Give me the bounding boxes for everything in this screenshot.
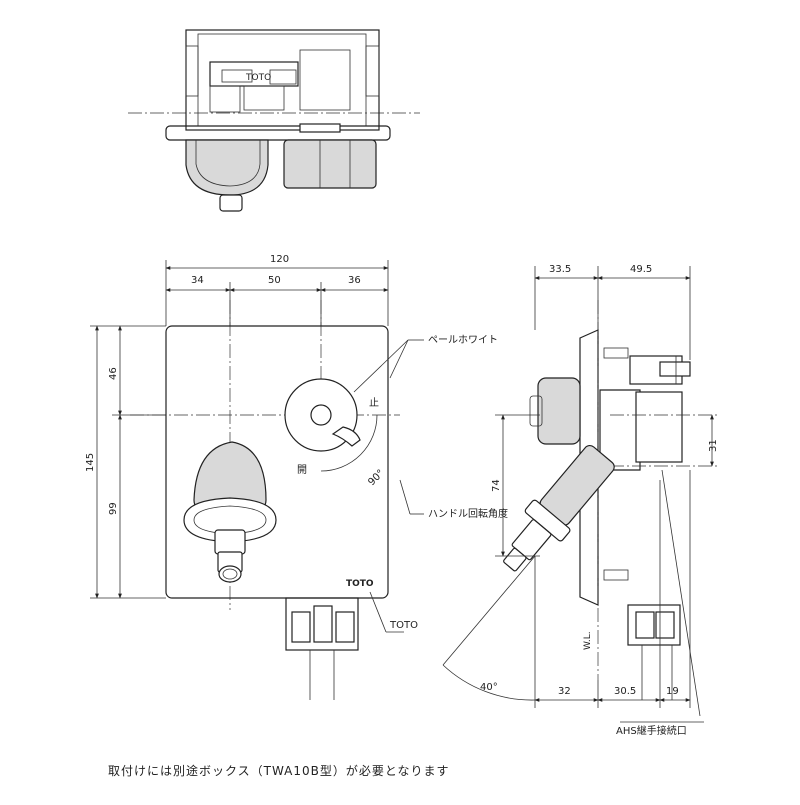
footer-note: 取付けには別途ボックス（TWA10B型）が必要となります xyxy=(108,764,450,778)
dim-74: 74 xyxy=(491,479,502,492)
ahs-callout: AHS継手接続口 xyxy=(616,724,687,737)
dim-99: 99 xyxy=(108,502,119,515)
stop-mark: 止 xyxy=(369,397,379,409)
top-view-brand: TOTO xyxy=(245,73,271,83)
brand-callout: TOTO xyxy=(389,620,418,631)
dim-19: 19 xyxy=(666,686,679,697)
handle-rotation-callout: ハンドル回転角度 xyxy=(428,507,508,520)
open-mark: 開 xyxy=(297,464,307,476)
dim-33-5: 33.5 xyxy=(549,264,571,275)
dim-30-5: 30.5 xyxy=(614,686,636,697)
brand-plate: TOTO xyxy=(346,579,374,589)
wall-line-label: W.L. xyxy=(583,631,593,650)
dim-49-5: 49.5 xyxy=(630,264,652,275)
dim-145: 145 xyxy=(85,453,96,472)
dim-34: 34 xyxy=(191,275,204,286)
side-view: 33.5 49.5 31 74 xyxy=(442,264,720,737)
dim-32: 32 xyxy=(558,686,571,697)
front-view: 120 34 50 36 145 46 99 止 開 90° xyxy=(85,254,508,700)
dim-50: 50 xyxy=(268,275,281,286)
cover-plate xyxy=(165,325,389,599)
dim-90deg: 90° xyxy=(366,468,386,488)
dim-120: 120 xyxy=(270,254,289,265)
dim-40deg: 40° xyxy=(480,682,498,693)
color-callout: ペールホワイト xyxy=(428,334,498,346)
dim-46: 46 xyxy=(108,367,119,380)
top-view: TOTO xyxy=(128,29,420,212)
dim-31: 31 xyxy=(708,439,719,452)
dim-36: 36 xyxy=(348,275,361,286)
